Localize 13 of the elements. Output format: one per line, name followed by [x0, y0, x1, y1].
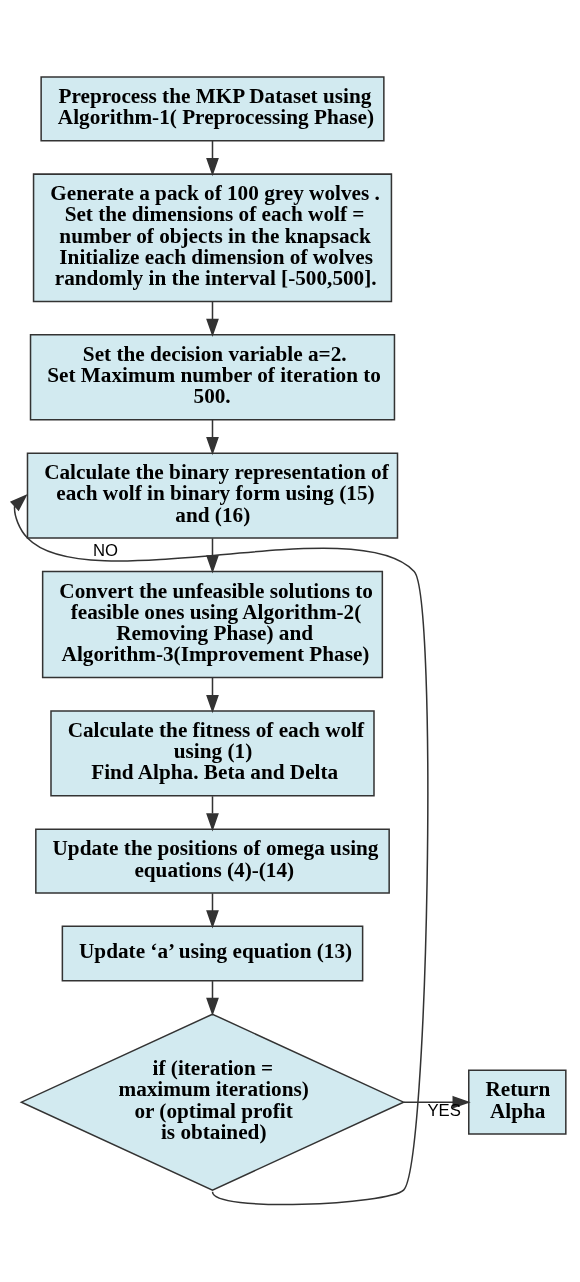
edge-label: YES [427, 1100, 461, 1120]
node-box: Generate a pack of 100 grey wolves . Set the dimensions of each wolf = number of objects in the knapsack Initialize each dimension of wolves randomly in the interval [-500,500]. [32, 173, 393, 303]
node-box: Calculate the fitness of each wolf using (1) Find Alpha. Beta and Delta [50, 710, 375, 797]
edge-label: NO [92, 541, 118, 561]
arrow [9, 494, 429, 1206]
node-box: Set the decision variable a=2. Set Maximum number of iteration to 500. [29, 334, 396, 421]
node-box: Convert the unfeasible solutions to feasible ones using Algorithm-2( Removing Phase) and Algorithm-3(Improvement Phase) [41, 570, 384, 679]
node-box: Preprocess the MKP Dataset using Algorithm-1( Preprocessing Phase) [40, 76, 385, 142]
node-box: Calculate the binary representation of each wolf in binary form using (15) and (16) [26, 452, 399, 539]
node-box: Update ‘a’ using equation (13) [61, 925, 364, 982]
node-diamond: if (iteration = maximum iterations) or (optimal profit is obtained) [19, 1013, 406, 1191]
node-box: Return Alpha [468, 1069, 567, 1135]
node-box: Update the positions of omega using equations (4)-(14) [35, 828, 390, 894]
